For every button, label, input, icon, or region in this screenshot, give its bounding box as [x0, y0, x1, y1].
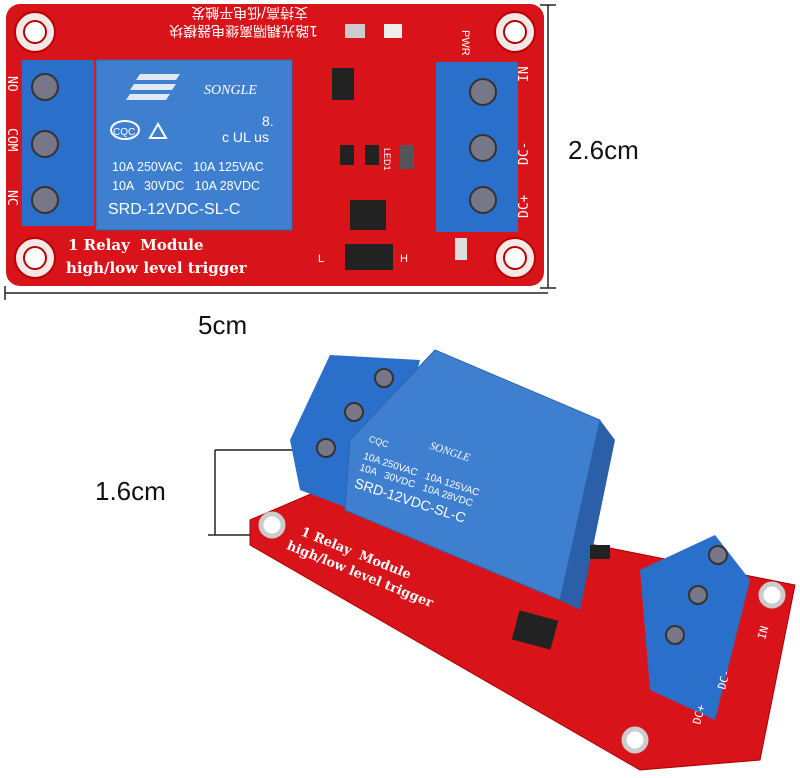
cqc-circle-icon [110, 120, 140, 140]
resistor [340, 145, 354, 165]
optocoupler [350, 200, 386, 230]
mounting-hole [621, 726, 649, 754]
relay-side [560, 420, 615, 610]
board-subtitle: high/low level trigger [66, 259, 248, 277]
relay-perspective [344, 349, 601, 601]
ul-mark: c UL us [222, 129, 269, 145]
resistor [345, 24, 365, 38]
songle-logo-icon [126, 74, 180, 100]
chinese-label-2: 支持高/低电平触发 [191, 4, 308, 21]
mounting-hole [758, 581, 786, 609]
chinese-label-1: 1路光耦隔离继电器模块 [169, 22, 318, 39]
terminal-screws [469, 78, 497, 214]
dimension-lines [4, 4, 556, 536]
relay-model: SRD-12VDC-SL-C [108, 201, 240, 218]
terminal-label-dc-plus-perspective: DC+ [690, 703, 708, 726]
right-terminal-perspective [640, 535, 750, 720]
terminal-label-in-perspective: IN [755, 625, 771, 641]
terminal-label-dc-minus: DC- [517, 142, 532, 165]
jumper-label-h: H [400, 253, 408, 265]
terminal-label-no: NO [4, 76, 19, 92]
top-view-board: 1路光耦隔离继电器模块 支持高/低电平触发 NO COM NC SONGLE C… [4, 4, 544, 286]
board-title: 1 Relay Module [68, 236, 204, 254]
status-led [400, 145, 414, 169]
width-dimension-label: 5cm [198, 310, 247, 340]
terminal-label-nc: NC [4, 190, 19, 206]
terminal-label-com: COM [4, 128, 19, 152]
relay-rating-1: 10A 250VAC 10A 125VAC [112, 160, 264, 174]
terminal-screws [31, 73, 59, 214]
pwr-label: PWR [459, 30, 471, 56]
power-led [384, 24, 402, 38]
led-label: LED1 [382, 148, 392, 171]
relay-height-dimension-label: 1.6cm [95, 476, 166, 506]
terminal-label-in: IN [517, 66, 532, 82]
jumper-perspective [511, 610, 559, 650]
triangle-mark-icon [148, 121, 168, 139]
relay-body [95, 59, 293, 231]
relay-brand: SONGLE [204, 83, 257, 98]
terminal-screws [316, 368, 394, 458]
terminal-label-dc-plus: DC+ [517, 194, 532, 218]
mounting-holes [14, 11, 536, 279]
perspective-view-board: SONGLE CQC 10A 250VAC 10A 125VAC 10A 30V… [249, 349, 796, 771]
relay-rating-2: 10A 30VDC 10A 28VDC [112, 179, 260, 193]
resistor [365, 145, 379, 165]
cqc-mark: CQC [113, 127, 135, 138]
height-dimension-label: 2.6cm [568, 135, 639, 165]
transistor [332, 68, 354, 100]
jumper[interactable] [345, 244, 393, 270]
terminal-label-dc-minus-perspective: DC- [715, 668, 733, 691]
resistor [455, 238, 467, 260]
jumper-label-l: L [318, 253, 324, 265]
mounting-hole [258, 511, 286, 539]
terminal-screws [665, 545, 728, 645]
relay-rev: 8. [262, 113, 274, 129]
transistor-perspective [590, 545, 610, 559]
